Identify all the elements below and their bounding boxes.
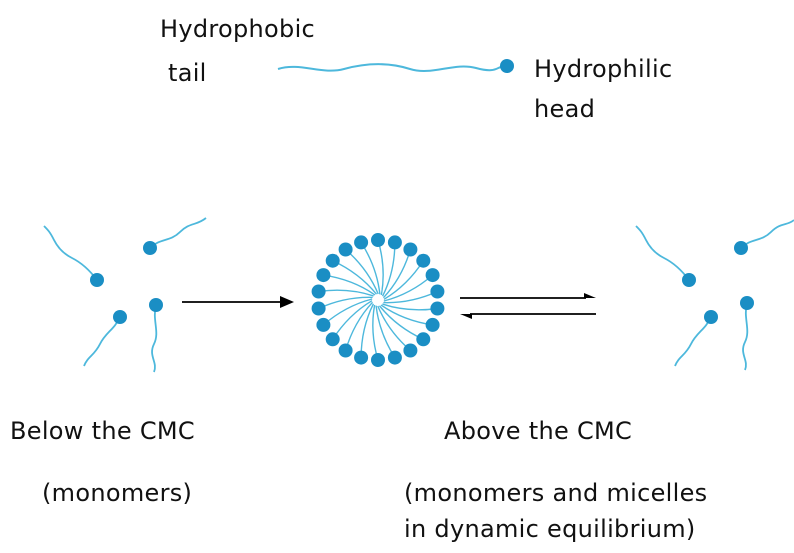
monomer-tail bbox=[44, 226, 97, 280]
micelle-tail bbox=[323, 275, 375, 295]
micelle-head bbox=[339, 243, 353, 257]
monomer-head bbox=[740, 296, 754, 310]
micelle-tail bbox=[381, 305, 433, 325]
micelle-head bbox=[403, 344, 417, 358]
head-label: head bbox=[534, 94, 595, 124]
monomer-head bbox=[682, 273, 696, 287]
micelle-head bbox=[354, 235, 368, 249]
tail-label: tail bbox=[168, 58, 207, 88]
equilibrium-arrows bbox=[460, 293, 596, 319]
monomer-head bbox=[143, 241, 157, 255]
micelle-head bbox=[339, 344, 353, 358]
monomer-head bbox=[734, 241, 748, 255]
monomer-tail bbox=[150, 218, 206, 248]
equilibrium-label-line2: in dynamic equilibrium) bbox=[404, 514, 696, 544]
micelle-head bbox=[416, 332, 430, 346]
monomer-head bbox=[90, 273, 104, 287]
micelle-head bbox=[371, 233, 385, 247]
legend-tail bbox=[278, 64, 506, 71]
micelle-tail bbox=[319, 290, 374, 296]
micelle-head bbox=[426, 268, 440, 282]
micelle-head bbox=[312, 285, 326, 299]
monomer-tail bbox=[743, 303, 747, 370]
micelle-tail bbox=[383, 292, 437, 303]
formation-arrow bbox=[182, 296, 294, 308]
micelle-head bbox=[316, 318, 330, 332]
hydrophilic-label: Hydrophilic bbox=[534, 54, 672, 84]
micelle-head bbox=[416, 254, 430, 268]
micelle-head bbox=[388, 351, 402, 365]
monomer-tail bbox=[675, 317, 711, 366]
micelle-head bbox=[326, 332, 340, 346]
micelle-head bbox=[430, 285, 444, 299]
legend-head bbox=[500, 59, 514, 73]
micelle-tail bbox=[319, 297, 373, 308]
micelle-head bbox=[388, 235, 402, 249]
monomer-head bbox=[113, 310, 127, 324]
micelle-tail bbox=[383, 242, 395, 296]
monomer-tail bbox=[152, 305, 156, 372]
micelle-head bbox=[371, 353, 385, 367]
right-monomers bbox=[636, 220, 794, 370]
monomer-head bbox=[149, 298, 163, 312]
legend-surfactant-molecule bbox=[278, 59, 514, 73]
micelle-tail bbox=[361, 304, 373, 358]
below-cmc-label: Below the CMC bbox=[10, 416, 195, 446]
monomer-tail bbox=[741, 220, 794, 248]
micelle-head bbox=[326, 254, 340, 268]
micelle-head bbox=[426, 318, 440, 332]
micelle-head bbox=[403, 243, 417, 257]
monomer-tail bbox=[636, 226, 689, 280]
micelle bbox=[312, 233, 445, 367]
micelle-head bbox=[316, 268, 330, 282]
micelle-head bbox=[430, 302, 444, 316]
above-cmc-label: Above the CMC bbox=[444, 416, 632, 446]
hydrophobic-label: Hydrophobic bbox=[160, 14, 315, 44]
micelle-head bbox=[312, 302, 326, 316]
monomer-head bbox=[704, 310, 718, 324]
monomer-tail bbox=[84, 317, 120, 366]
left-monomers bbox=[44, 218, 206, 372]
micelle-head bbox=[354, 351, 368, 365]
micelle-tail bbox=[382, 304, 437, 310]
monomers-label: (monomers) bbox=[42, 478, 192, 508]
equilibrium-label-line1: (monomers and micelles bbox=[404, 478, 707, 508]
